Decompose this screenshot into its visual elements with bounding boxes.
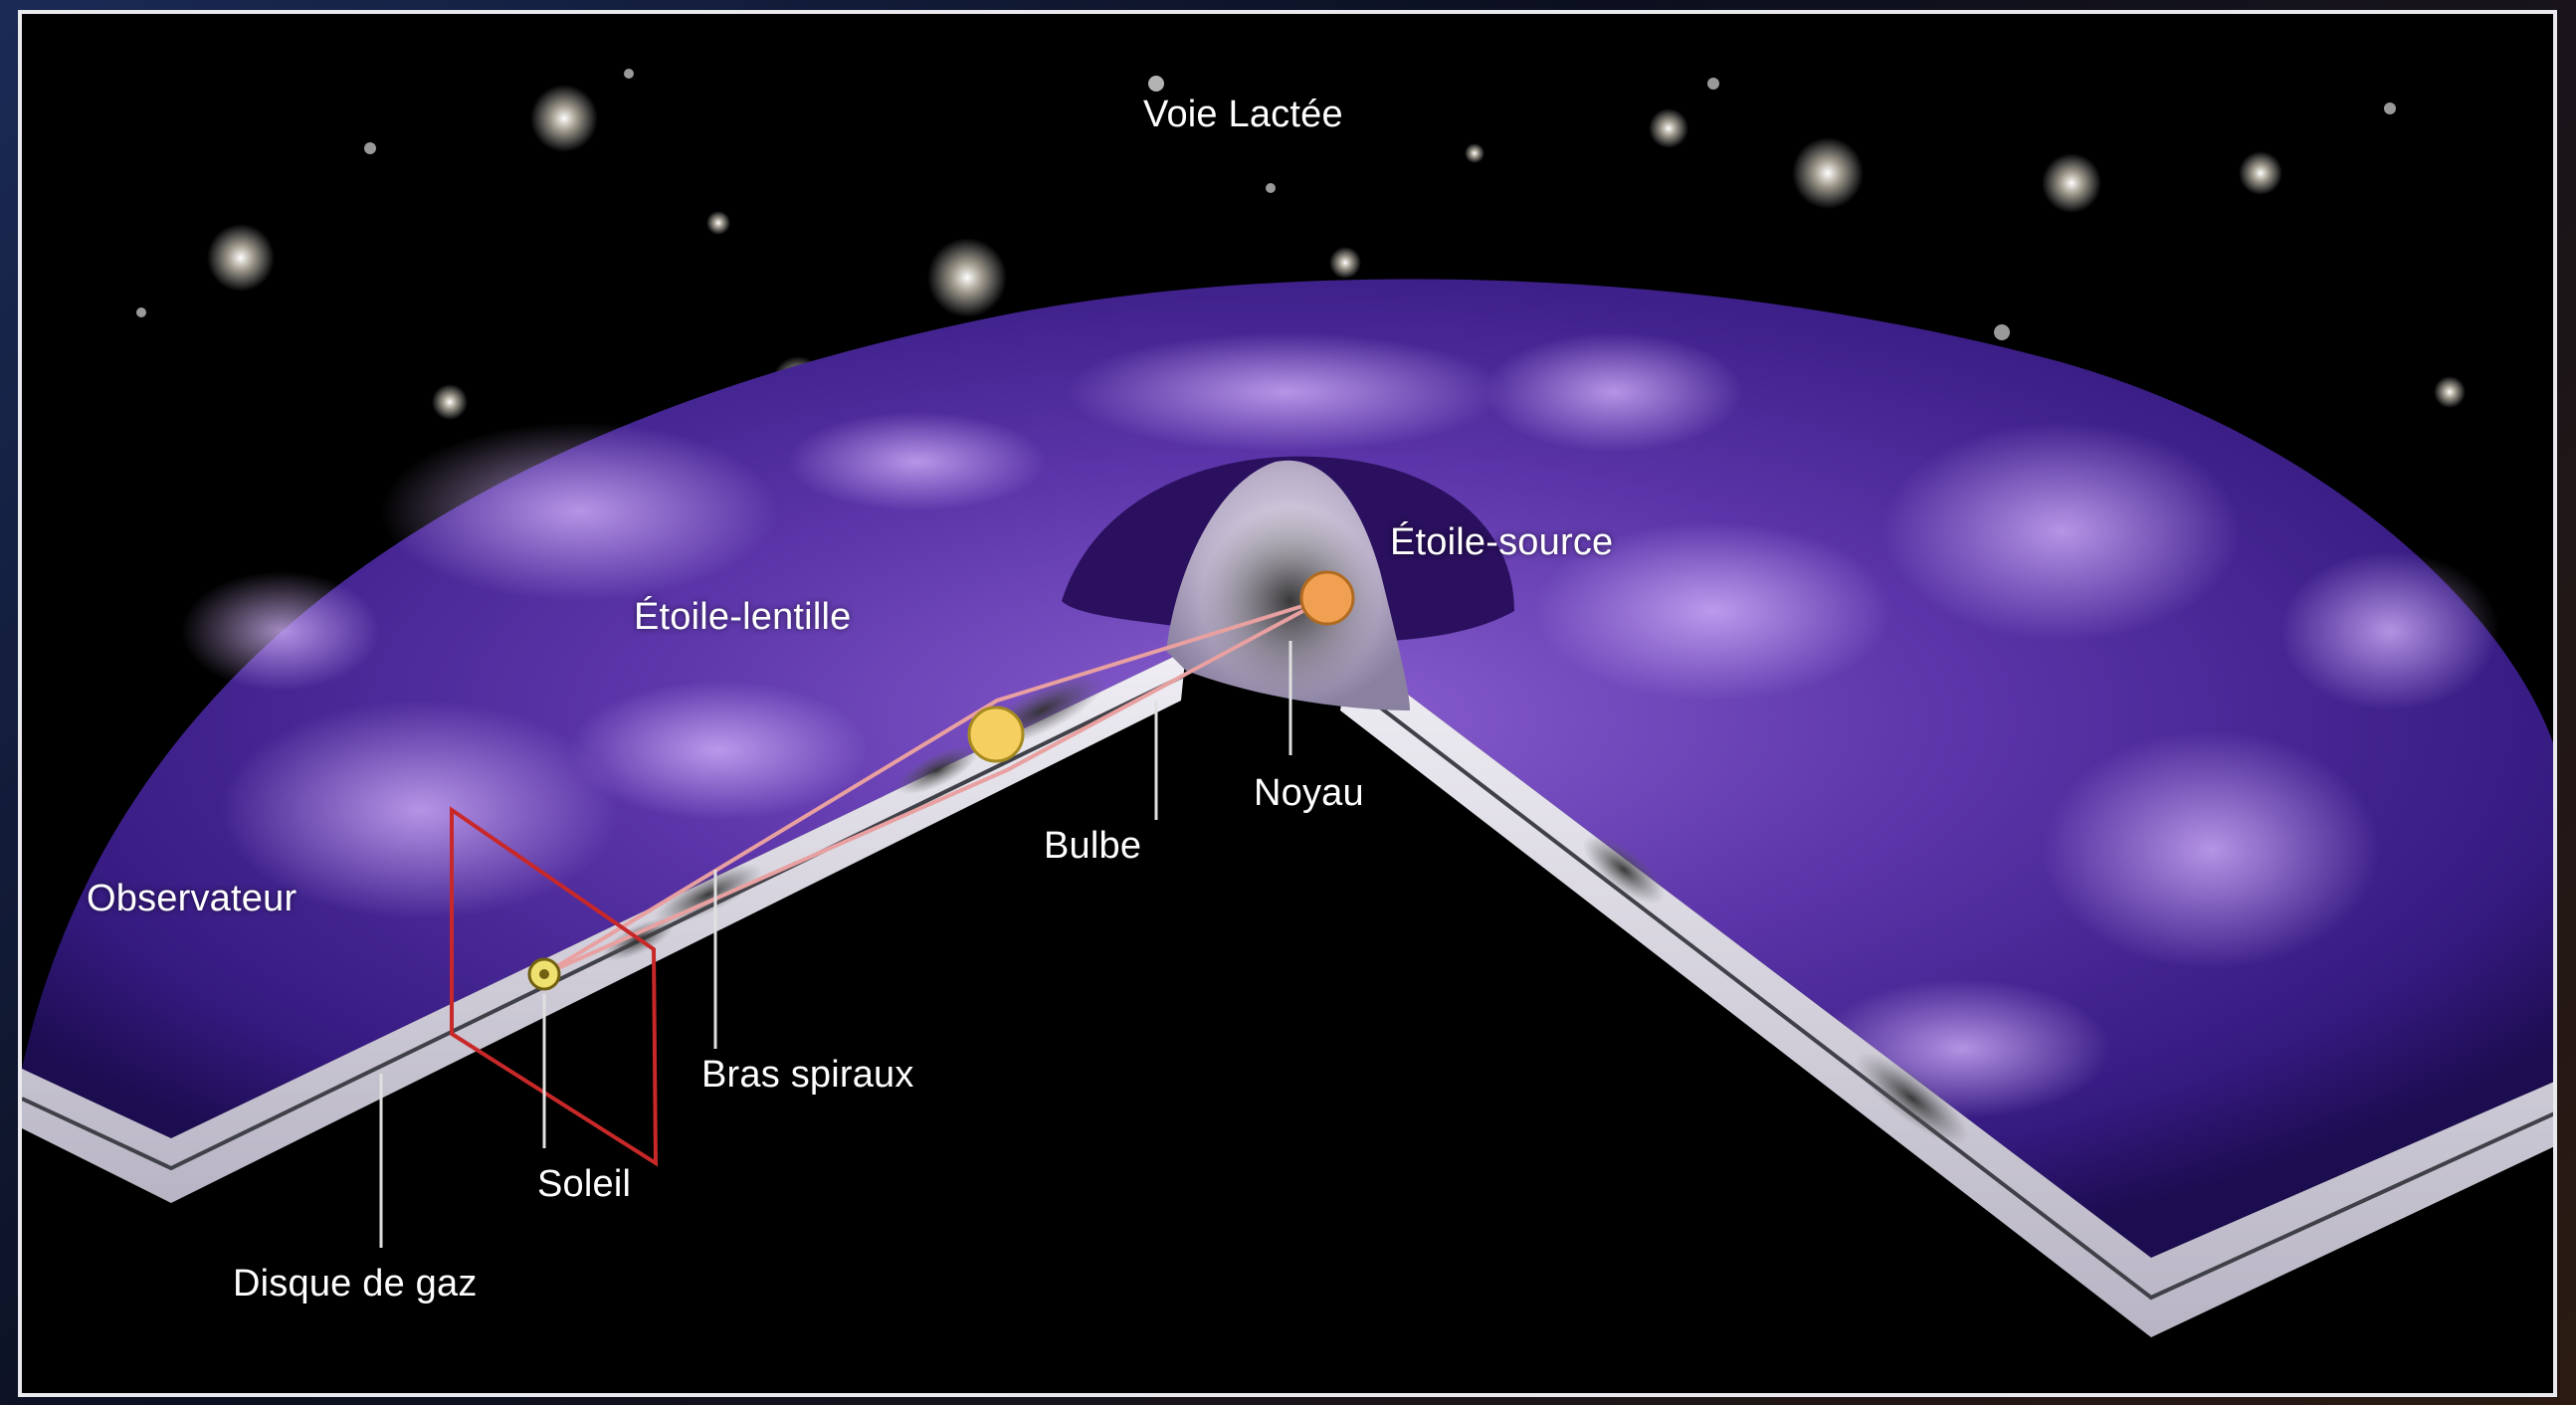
lens-star — [967, 705, 1025, 763]
bulge-stars — [1201, 506, 1380, 696]
label-gas-disk: Disque de gaz — [233, 1263, 478, 1305]
label-spiral-arms: Bras spiraux — [701, 1054, 914, 1096]
light-rays — [542, 597, 1326, 976]
label-source-star: Étoile-source — [1390, 521, 1614, 563]
diagram-panel: Voie Lactée Étoile-source Étoile-lentill… — [18, 10, 2557, 1397]
title-voie-lactee: Voie Lactée — [1143, 94, 1343, 135]
sun — [527, 957, 561, 991]
observation-frame — [450, 806, 659, 1167]
label-nucleus: Noyau — [1254, 772, 1364, 814]
milky-way-cutaway-illustration — [22, 69, 2553, 1337]
label-leaders — [379, 641, 1292, 1248]
source-star — [1299, 570, 1355, 626]
label-bulge: Bulbe — [1044, 825, 1142, 867]
label-observer: Observateur — [87, 878, 297, 919]
left-disk-slab — [22, 651, 1186, 1203]
label-lens-star: Étoile-lentille — [634, 596, 852, 638]
label-sun: Soleil — [537, 1163, 632, 1205]
